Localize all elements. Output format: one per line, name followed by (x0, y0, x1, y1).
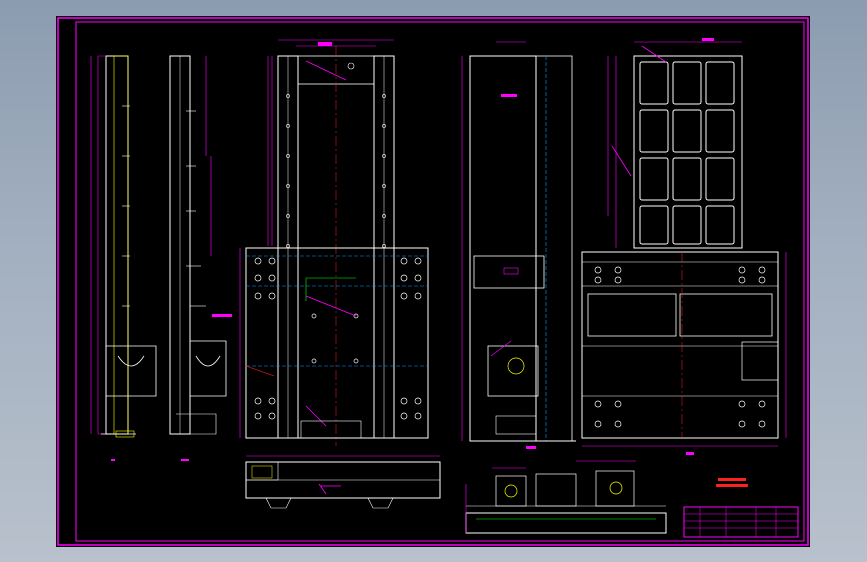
base-frame-view[interactable] (581, 251, 787, 455)
drawing-outer-frame (57, 17, 809, 546)
cad-viewport[interactable] (56, 16, 810, 547)
engineering-drawing[interactable] (56, 16, 810, 547)
top-grid-view[interactable] (607, 38, 743, 249)
title-block-label: title-block (0, 0, 1, 1)
side-rail-view[interactable] (169, 55, 227, 461)
side-section-view[interactable] (461, 41, 576, 449)
front-assembly-view[interactable] (212, 39, 429, 446)
detail-assembly-view[interactable] (465, 460, 667, 534)
left-rail-view[interactable] (90, 55, 157, 461)
bottom-section-view[interactable] (245, 455, 441, 509)
drawing-inner-frame (75, 21, 805, 542)
technical-notes (716, 478, 748, 487)
title-block[interactable] (683, 506, 799, 538)
